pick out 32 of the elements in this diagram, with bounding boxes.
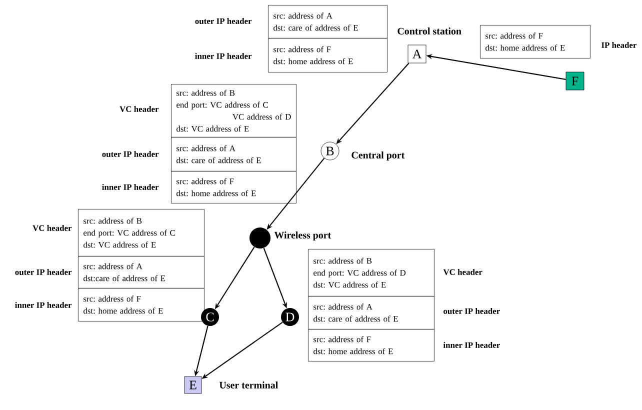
terminal-box: E	[184, 376, 202, 394]
header-label: outer IP header	[102, 151, 159, 157]
header-label: inner IP header	[102, 184, 159, 190]
header-label: outer IP header	[444, 308, 500, 314]
station-label: Control station	[398, 28, 462, 34]
header-label: VC header	[443, 269, 482, 275]
station-box: F	[566, 72, 584, 90]
header-field-box: src: address of B end port: VC address of D dst: VC address of E	[308, 249, 434, 296]
header-label: outer IP header	[15, 269, 72, 275]
header-label: outer IP header	[195, 18, 252, 24]
header-field-box: src: address of B end port: VC address of C dst: VC address of E	[78, 209, 204, 256]
station-label: Central port	[352, 151, 405, 161]
junction-dot	[250, 228, 270, 248]
station-label: Wireless port	[274, 231, 332, 241]
header-label: VC header	[32, 225, 72, 231]
header-field-box: src: address of A dst: care of address of E	[171, 137, 296, 172]
header-label: inner IP header	[195, 53, 252, 59]
header-field-box: src: address of F dst: home address of E	[480, 25, 590, 58]
header-label: inner IP header	[15, 302, 72, 308]
header-label: VC header	[120, 106, 159, 112]
station-box: A	[408, 44, 426, 64]
header-field-box: src: address of A dst: care of address of E	[308, 296, 434, 330]
header-field-box: src: address of F dst: home address of E	[308, 329, 434, 362]
header-field-box: src: address of B end port: VC address of C VC address of D dst: VC address of E	[171, 84, 296, 138]
header-field-box: src: address of F dst: home address of E	[171, 171, 296, 204]
header-field-box: src: address of A dst: care of address of E	[268, 5, 388, 38]
header-field-box: src: address of A dst:care of address of E	[78, 256, 204, 288]
header-field-box: src: address of F dst: home address of E	[78, 288, 204, 322]
station-label: User terminal	[219, 382, 278, 388]
header-label: IP header	[601, 42, 637, 48]
header-label: inner IP header	[443, 342, 500, 348]
header-field-box: src: address of F dst: home address of E	[268, 38, 388, 72]
